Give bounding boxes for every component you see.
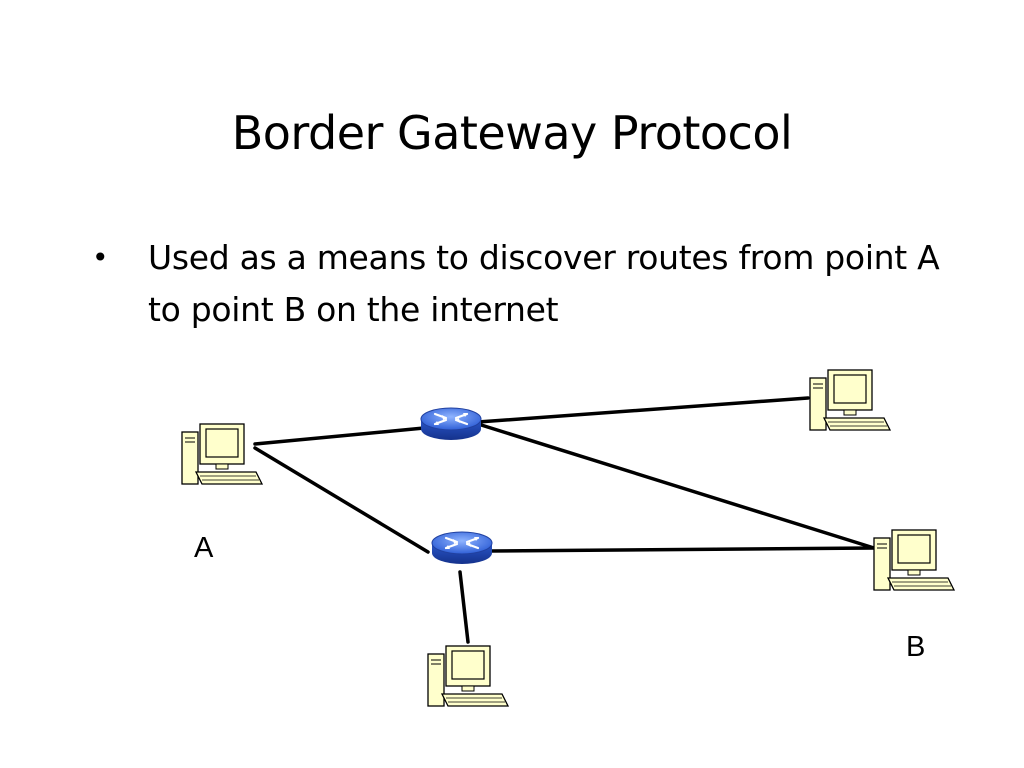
link-router-bottom-bottom	[458, 570, 470, 644]
bullet-list: • Used as a means to discover routes fro…	[88, 232, 948, 336]
link-a-router-bottom	[253, 446, 430, 554]
slide-title: Border Gateway Protocol	[231, 106, 793, 160]
router-icon	[430, 530, 494, 566]
links	[253, 396, 876, 644]
link-router-bottom-b	[488, 546, 876, 553]
computer-icon	[873, 529, 955, 591]
router-icon	[419, 406, 483, 442]
computer-icon	[427, 645, 509, 707]
computer-icon	[809, 369, 891, 431]
label-a: A	[194, 532, 214, 564]
computer-icon	[181, 423, 263, 485]
link-router-top-b	[476, 422, 876, 550]
label-b: B	[906, 631, 925, 663]
bullet-marker: •	[92, 241, 109, 274]
bullet-text: Used as a means to discover routes from …	[148, 238, 940, 329]
link-router-top-top-right	[476, 396, 810, 424]
link-a-router-top	[253, 426, 426, 446]
bullet-item: • Used as a means to discover routes fro…	[88, 232, 948, 336]
